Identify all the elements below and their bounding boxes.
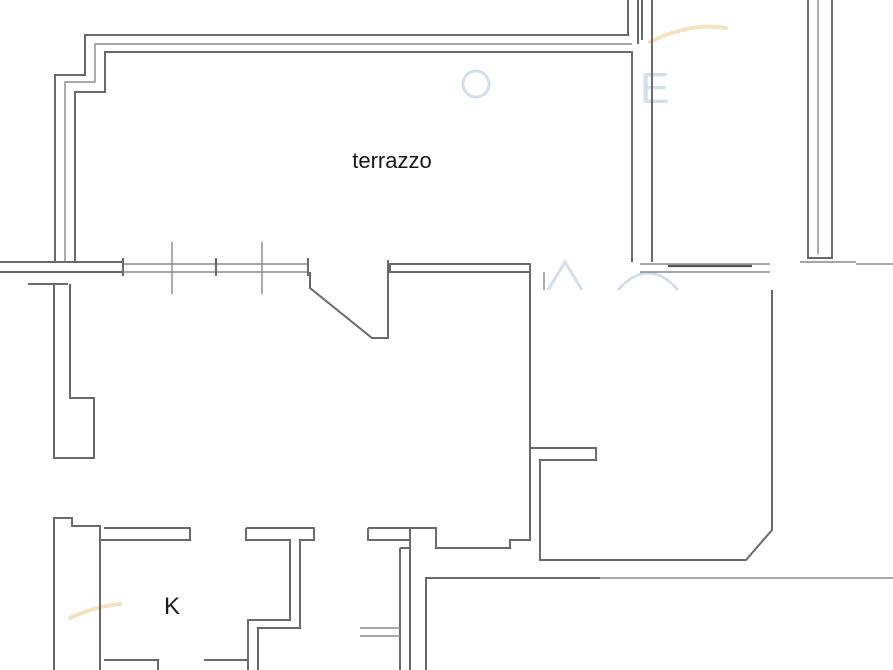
watermark-arc-icon (616, 271, 680, 291)
watermark-swoosh-icon (648, 24, 728, 44)
lower-corridor (425, 577, 893, 670)
right-wall-column (800, 0, 856, 263)
watermark-mark-icon (546, 259, 584, 291)
central-partition (400, 272, 773, 561)
kitchen-walls (53, 517, 436, 670)
watermark-glyph: E (640, 64, 669, 113)
watermark-logo-icon (461, 69, 491, 99)
terrace-walls (54, 0, 653, 262)
watermark: E (68, 24, 728, 620)
window-marks (122, 242, 309, 294)
terrace-label: terrazzo (352, 148, 431, 173)
facade-line (0, 261, 893, 273)
door-swing (309, 260, 389, 339)
watermark-swoosh-icon-2 (68, 602, 122, 620)
kitchen-label: K (164, 593, 180, 620)
left-wall (28, 283, 95, 459)
